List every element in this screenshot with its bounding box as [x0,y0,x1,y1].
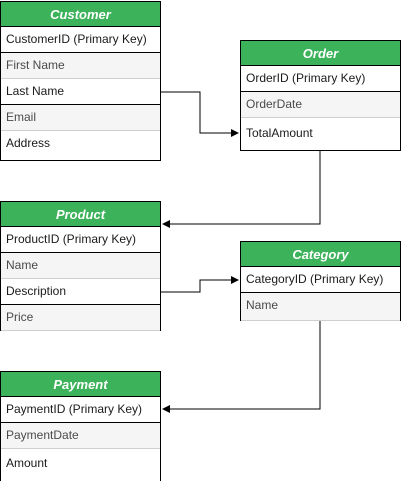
entity-payment[interactable]: Payment PaymentID (Primary Key) PaymentD… [0,371,161,481]
field-order-total-amount[interactable]: TotalAmount [241,118,400,150]
field-customer-email[interactable]: Email [1,105,160,131]
field-customer-address[interactable]: Address [1,131,160,157]
entity-customer-title: Customer [1,2,160,27]
entity-customer[interactable]: Customer CustomerID (Primary Key) First … [0,1,161,161]
field-product-id[interactable]: ProductID (Primary Key) [1,227,160,253]
field-customer-id[interactable]: CustomerID (Primary Key) [1,27,160,53]
connector-order-to-product [162,151,321,228]
field-product-price[interactable]: Price [1,305,160,331]
field-payment-id[interactable]: PaymentID (Primary Key) [1,397,160,423]
entity-category-title: Category [241,242,400,267]
entity-payment-title: Payment [1,372,160,397]
field-payment-amount[interactable]: Amount [1,449,160,481]
field-customer-first-name[interactable]: First Name [1,53,160,79]
entity-product[interactable]: Product ProductID (Primary Key) Name Des… [0,201,161,331]
field-product-name[interactable]: Name [1,253,160,279]
entity-order-title: Order [241,41,400,66]
connector-product-to-category [161,276,239,293]
entity-category[interactable]: Category CategoryID (Primary Key) Name [240,241,401,321]
field-order-id[interactable]: OrderID (Primary Key) [241,66,400,92]
field-payment-date[interactable]: PaymentDate [1,423,160,449]
field-category-name[interactable]: Name [241,293,400,321]
entity-product-title: Product [1,202,160,227]
field-customer-last-name[interactable]: Last Name [1,79,160,105]
connector-category-to-payment [162,321,321,413]
field-product-description[interactable]: Description [1,279,160,305]
field-category-id[interactable]: CategoryID (Primary Key) [241,267,400,293]
entity-order[interactable]: Order OrderID (Primary Key) OrderDate To… [240,40,401,151]
connector-customer-to-order [161,91,239,137]
field-order-date[interactable]: OrderDate [241,92,400,118]
